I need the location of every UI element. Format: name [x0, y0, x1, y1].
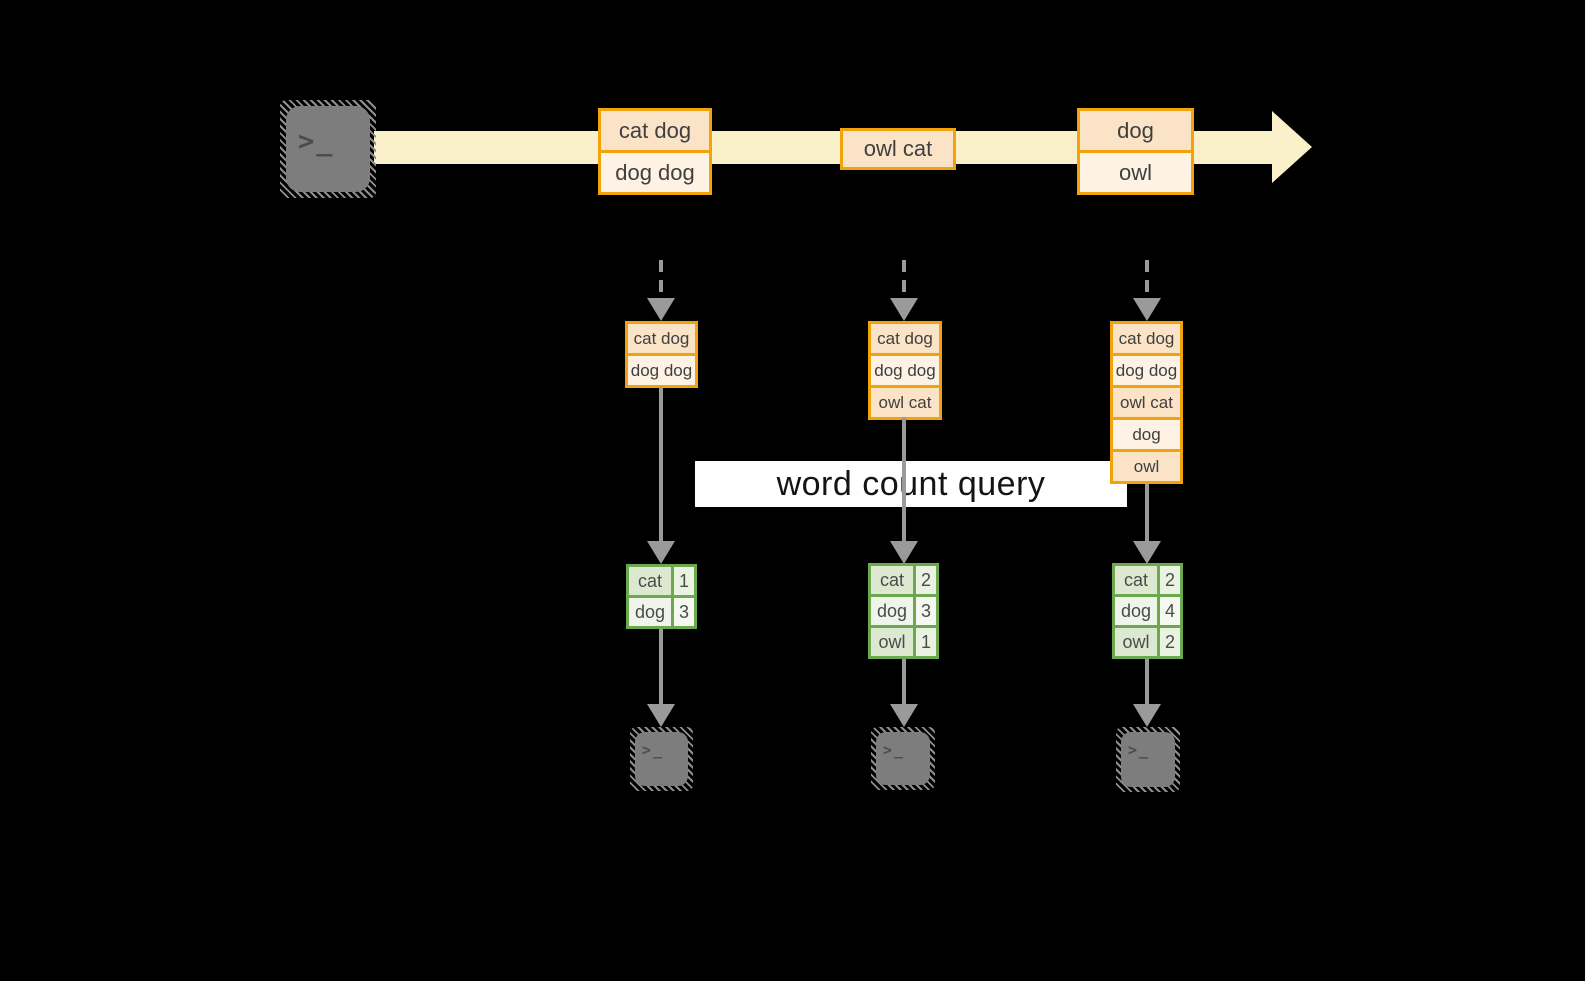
arrow-line [659, 387, 663, 541]
input-terminal-icon: >_ [280, 100, 376, 198]
record-cell: dog dog [628, 353, 695, 385]
dashed-arrow-head-icon [890, 298, 918, 321]
table-row: dog 3 [871, 594, 936, 625]
arrow-head-icon [1133, 541, 1161, 564]
terminal-prompt-glyph: >_ [1128, 741, 1151, 759]
word-count-table-1: cat 1 dog 3 [626, 564, 697, 629]
word-cell: dog [871, 597, 916, 625]
terminal-icon-body: >_ [1121, 732, 1175, 787]
batch-records-stack-2: cat dog dog dog owl cat [868, 321, 942, 420]
output-terminal-icon-1: >_ [630, 727, 693, 791]
record-cell: cat dog [628, 324, 695, 353]
word-count-table-2: cat 2 dog 3 owl 1 [868, 563, 939, 659]
stream-timeline-arrowhead-icon [1272, 111, 1312, 183]
arrow-head-icon [647, 541, 675, 564]
record-cell: dog dog [601, 150, 709, 192]
record-cell: cat dog [1113, 324, 1180, 353]
arrow-line [1145, 659, 1149, 704]
arrow-head-icon [890, 541, 918, 564]
word-count-table-3: cat 2 dog 4 owl 2 [1112, 563, 1183, 659]
word-cell: cat [629, 567, 674, 595]
count-cell: 2 [916, 566, 936, 594]
word-cell: cat [871, 566, 916, 594]
record-cell: owl cat [871, 385, 939, 417]
microbatch-box-2: owl cat [840, 128, 956, 170]
dashed-arrow-head-icon [647, 298, 675, 321]
record-cell: owl [1080, 150, 1191, 192]
count-cell: 1 [674, 567, 694, 595]
record-cell: cat dog [871, 324, 939, 353]
table-row: owl 2 [1115, 625, 1180, 656]
dashed-arrow-line [1145, 260, 1149, 298]
dashed-arrow-line [659, 260, 663, 298]
count-cell: 3 [916, 597, 936, 625]
table-row: dog 3 [629, 595, 694, 626]
arrow-head-icon [890, 704, 918, 727]
dashed-arrow-head-icon [1133, 298, 1161, 321]
arrow-head-icon [1133, 704, 1161, 727]
word-cell: owl [871, 628, 916, 656]
terminal-icon-body: >_ [286, 106, 370, 192]
batch-records-stack-3: cat dog dog dog owl cat dog owl [1110, 321, 1183, 484]
terminal-icon-body: >_ [635, 732, 688, 786]
record-cell: owl cat [843, 131, 953, 167]
record-cell: cat dog [601, 111, 709, 150]
arrow-head-icon [647, 704, 675, 727]
count-cell: 2 [1160, 628, 1180, 656]
microbatch-box-1: cat dog dog dog [598, 108, 712, 195]
table-row: owl 1 [871, 625, 936, 656]
output-terminal-icon-2: >_ [871, 727, 935, 790]
count-cell: 1 [916, 628, 936, 656]
terminal-prompt-glyph: >_ [298, 126, 335, 157]
table-row: cat 2 [1115, 566, 1180, 594]
table-row: cat 2 [871, 566, 936, 594]
count-cell: 2 [1160, 566, 1180, 594]
microbatch-box-3: dog owl [1077, 108, 1194, 195]
record-cell: dog [1113, 417, 1180, 449]
query-label-band: word count query [695, 461, 1127, 507]
batch-records-stack-1: cat dog dog dog [625, 321, 698, 388]
word-cell: owl [1115, 628, 1160, 656]
record-cell: owl [1113, 449, 1180, 481]
word-cell: dog [1115, 597, 1160, 625]
table-row: dog 4 [1115, 594, 1180, 625]
table-row: cat 1 [629, 567, 694, 595]
terminal-prompt-glyph: >_ [642, 741, 665, 759]
count-cell: 3 [674, 598, 694, 626]
terminal-prompt-glyph: >_ [883, 741, 906, 759]
record-cell: dog [1080, 111, 1191, 150]
dashed-arrow-line [902, 260, 906, 298]
count-cell: 4 [1160, 597, 1180, 625]
word-cell: cat [1115, 566, 1160, 594]
arrow-line [902, 417, 906, 541]
arrow-line [902, 659, 906, 704]
record-cell: dog dog [1113, 353, 1180, 385]
arrow-line [659, 629, 663, 704]
record-cell: owl cat [1113, 385, 1180, 417]
word-cell: dog [629, 598, 674, 626]
output-terminal-icon-3: >_ [1116, 727, 1180, 792]
arrow-line [1145, 484, 1149, 541]
terminal-icon-body: >_ [876, 732, 930, 785]
record-cell: dog dog [871, 353, 939, 385]
query-label: word count query [776, 464, 1046, 503]
